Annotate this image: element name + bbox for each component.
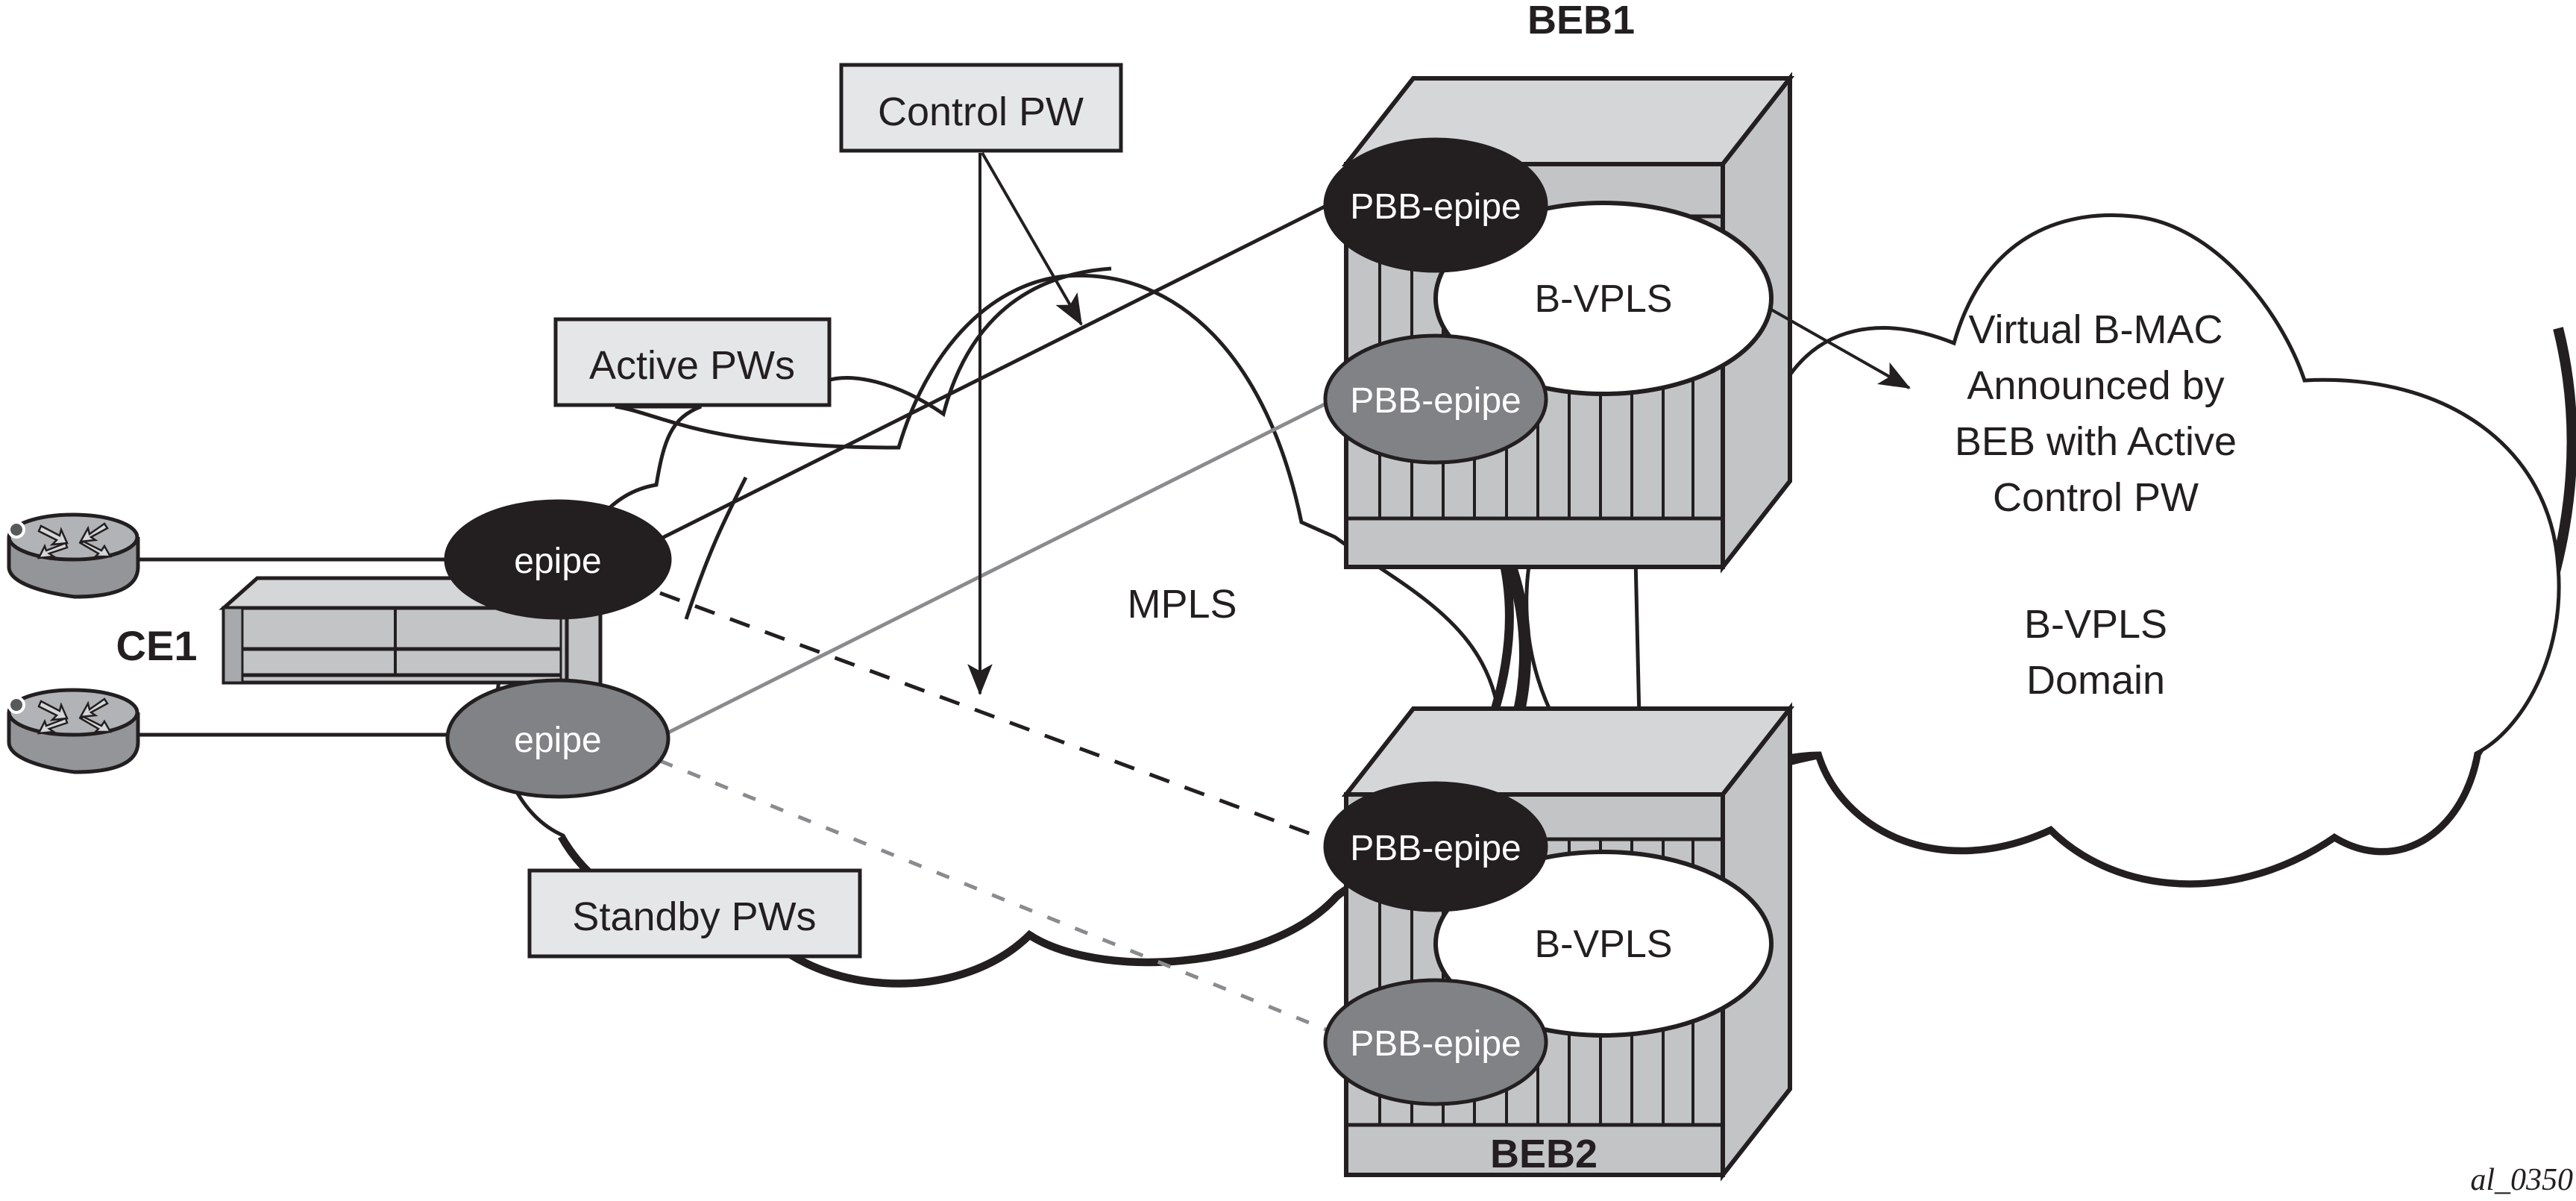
bvpls-domain-label-line: Domain [2026, 658, 2165, 703]
active-pw-to-beb1 [655, 199, 1336, 543]
virtual-bmac-note: Virtual B-MAC Announced by BEB with Acti… [1955, 307, 2237, 520]
beb1-active-pbb-epipe[interactable] [1323, 137, 1548, 273]
standby-pw-standby-epipe-to-beb2 [659, 759, 1336, 1035]
beb1-standby-pbb-epipe-label: PBB-epipe [1350, 381, 1521, 421]
router-2 [7, 688, 140, 774]
ce-active-epipe[interactable] [444, 499, 672, 620]
router-led-icon [7, 521, 25, 539]
bvpls-domain-label: B-VPLS Domain [2024, 602, 2167, 703]
mpls-cloud-lower-left [684, 476, 748, 620]
router-arrows-icon [37, 697, 113, 735]
virtual-bmac-note-line: Virtual B-MAC [1968, 307, 2222, 352]
active-pws-callout [553, 317, 832, 407]
beb2-standby-pbb-epipe[interactable] [1323, 978, 1548, 1106]
standby-pws-callout-label: Standby PWs [572, 894, 816, 939]
router-1 [7, 512, 140, 599]
virtual-bmac-note-line: BEB with Active [1955, 419, 2237, 464]
ce-active-epipe-label: epipe [514, 542, 601, 581]
bvpls-domain-cloud [1631, 213, 2576, 888]
mpls-cloud-bump [827, 266, 1112, 418]
ce1-label: CE1 [116, 622, 198, 669]
active-pws-callout-label: Active PWs [589, 343, 795, 388]
virtual-bmac-note-line: Control PW [1993, 475, 2199, 520]
control-pw-callout-label: Control PW [878, 90, 1084, 134]
mpls-cloud [494, 266, 1531, 988]
beb1-bvpls[interactable] [1433, 201, 1774, 396]
virtual-bmac-note-line: Announced by [1967, 363, 2224, 408]
beb1-standby-pbb-epipe[interactable] [1323, 333, 1548, 465]
router-led-icon [7, 696, 25, 714]
bvpls-to-virtual-bmac-arrow [1771, 308, 1911, 389]
beb2-standby-pbb-epipe-label: PBB-epipe [1350, 1024, 1521, 1064]
ce-standby-epipe-label: epipe [514, 721, 601, 760]
mpls-cloud-label: MPLS [1127, 582, 1237, 627]
beb2-bvpls-label: B-VPLS [1535, 923, 1673, 966]
beb2-label: BEB2 [1490, 1132, 1598, 1176]
beb1-active-pbb-epipe-label: PBB-epipe [1350, 187, 1521, 227]
bvpls-domain-label-line: B-VPLS [2024, 602, 2167, 647]
standby-pw-to-beb2 [659, 591, 1336, 845]
beb2-active-pbb-epipe[interactable] [1323, 781, 1548, 912]
control-pw-callout [839, 63, 1123, 153]
beb1-bvpls-label: B-VPLS [1535, 277, 1673, 321]
beb2-active-pbb-epipe-label: PBB-epipe [1350, 829, 1521, 868]
router-arrows-icon [37, 522, 113, 559]
active-pw-standby-epipe-to-beb1 [662, 397, 1336, 737]
beb2-bvpls[interactable] [1433, 850, 1774, 1038]
figure-id: al_0350 [2470, 1163, 2573, 1197]
ce-standby-epipe[interactable] [445, 678, 670, 799]
control-pw-arrow-to-active [981, 151, 1083, 326]
beb1-label: BEB1 [1527, 0, 1635, 43]
standby-pws-callout [527, 868, 862, 959]
